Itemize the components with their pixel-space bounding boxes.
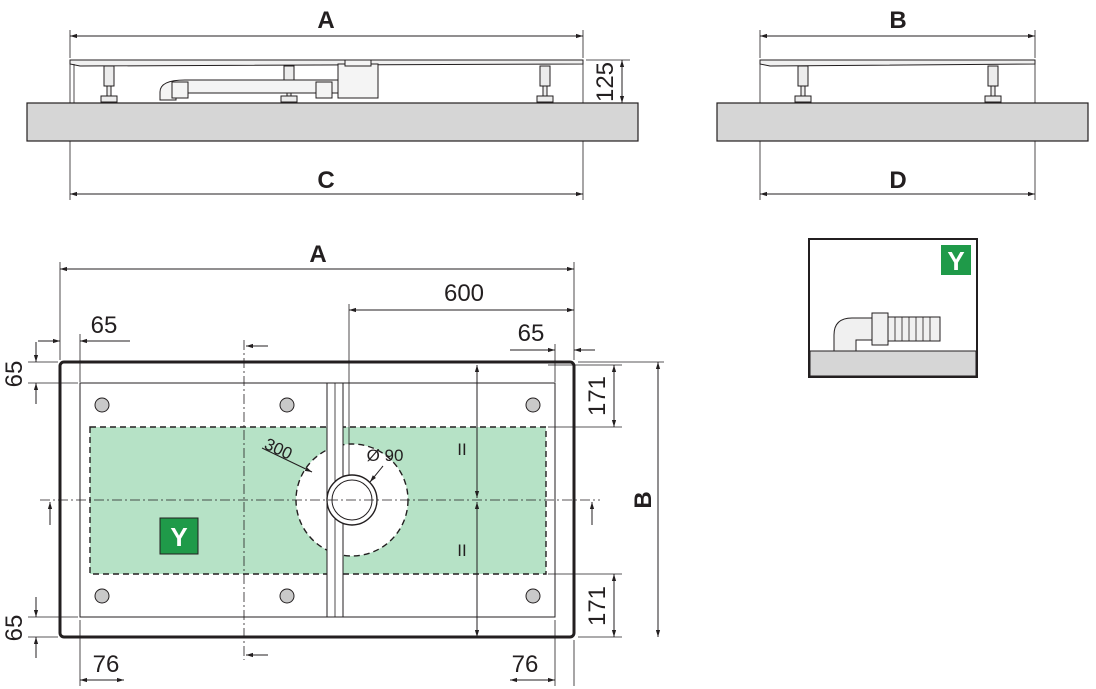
front-legs: [100, 65, 554, 103]
parallel-mark-top: II: [457, 440, 466, 459]
zone-badge-label: Y: [170, 522, 187, 552]
dim-c: C: [317, 167, 334, 194]
detail-drain-elbow: [833, 312, 941, 352]
dim-65-top: 65: [1, 361, 28, 388]
dim-171-top: 171: [584, 376, 611, 416]
detail-y: Y: [808, 238, 978, 378]
side-tray-plate: [759, 59, 1036, 67]
dim-b-plan: B: [630, 491, 657, 508]
dim-65-right: 65: [518, 320, 545, 347]
side-legs: [794, 65, 1002, 103]
front-tray-plate: [69, 59, 584, 67]
dim-65-bottom: 65: [1, 615, 28, 642]
detail-badge-label: Y: [947, 246, 964, 276]
front-elevation: A C 125: [26, 7, 639, 200]
dim-76-left: 76: [93, 651, 120, 678]
dim-a-front: A: [317, 7, 334, 34]
dim-d: D: [889, 167, 906, 194]
dim-600: 600: [444, 280, 484, 307]
plan-view: A 600 65 65 65 65 171: [1, 241, 664, 686]
front-drain-trap: [159, 59, 379, 101]
zone-badge: [159, 517, 199, 555]
parallel-mark-bottom: II: [457, 541, 466, 560]
side-elevation: B D: [716, 7, 1089, 200]
foot-markers: [94, 397, 541, 604]
detail-floor: [809, 350, 977, 377]
dim-drain-diameter: Ø 90: [367, 446, 404, 465]
side-floor-base: [716, 102, 1089, 142]
dim-65-left: 65: [91, 312, 118, 339]
dim-171-bottom: 171: [584, 586, 611, 626]
detail-badge: [941, 245, 971, 275]
dim-height: 125: [592, 62, 619, 102]
dim-b-side: B: [889, 7, 906, 34]
front-floor-base: [26, 102, 639, 142]
dim-a-plan: A: [309, 241, 326, 268]
dim-76-right: 76: [512, 651, 539, 678]
